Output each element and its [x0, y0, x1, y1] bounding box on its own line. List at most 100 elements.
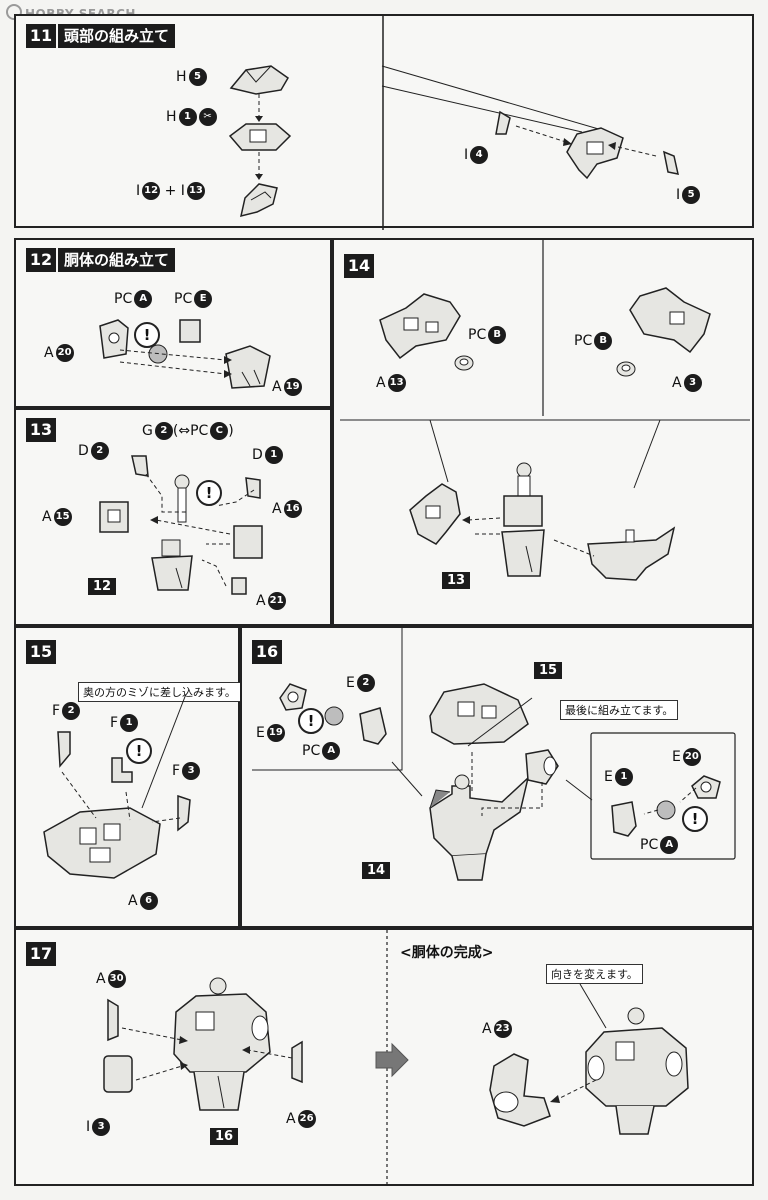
part-i3	[103, 1055, 133, 1093]
divider-line	[542, 240, 544, 416]
chest-right-assembly	[587, 526, 676, 581]
pc-b-left	[454, 355, 474, 371]
pc-e-part	[179, 319, 201, 343]
step-title: 頭部の組み立て	[58, 24, 176, 48]
step-number: 17	[26, 942, 56, 966]
head-left-assembly	[409, 483, 461, 545]
next-arrow-icon	[375, 1042, 409, 1078]
warning-icon: !	[134, 322, 160, 348]
leader-lines	[381, 65, 603, 133]
ref-step-13: 13	[442, 572, 471, 589]
assembly-arrows	[119, 349, 232, 378]
instruction-note: 向きを変えます。	[546, 964, 643, 984]
assembly-arrows	[391, 697, 543, 816]
step15-assembly	[429, 683, 529, 745]
assembly-arrows	[121, 1027, 293, 1081]
part-a23	[489, 1053, 551, 1127]
part-a6-frame	[43, 807, 161, 879]
part-f2	[57, 731, 71, 768]
part-i4	[495, 110, 511, 135]
callout-line	[565, 779, 593, 801]
part-a3-right	[629, 287, 711, 354]
part-a13-left	[379, 293, 461, 360]
step-number: 11	[26, 24, 56, 48]
warning-icon: !	[682, 806, 708, 832]
warning-icon: !	[126, 738, 152, 764]
ref-step-14: 14	[362, 862, 391, 879]
divider-line	[382, 16, 384, 230]
ref-step-16: 16	[210, 1128, 239, 1145]
part-i5	[662, 150, 679, 175]
shoulder-part	[525, 749, 559, 785]
part-f1	[111, 757, 133, 783]
warning-icon: !	[196, 480, 222, 506]
ref-step-12: 12	[88, 578, 117, 595]
g2-pin-part	[174, 474, 190, 523]
head-assembled-part	[566, 127, 624, 180]
pc-a-ball	[324, 706, 344, 726]
part-a30	[107, 998, 119, 1042]
head-face-part	[240, 183, 278, 218]
warning-icon: !	[298, 708, 324, 734]
instruction-note: 奥の方のミゾに差し込みます。	[78, 682, 241, 702]
step-number: 16	[252, 640, 282, 664]
part-a19	[225, 345, 271, 389]
part-a26	[291, 1040, 303, 1084]
assembly-arrows	[515, 125, 657, 157]
step-number: 15	[26, 640, 56, 664]
ref-step-15: 15	[534, 662, 563, 679]
join-icon: ⇔	[178, 423, 191, 439]
callout-line	[579, 983, 607, 1029]
subassembly-box	[590, 732, 736, 860]
step-number: 12	[26, 248, 56, 272]
assembly-arrows	[61, 693, 187, 823]
assembly-arrows	[255, 94, 263, 180]
step-number: 13	[26, 418, 56, 442]
part-d1	[245, 477, 261, 499]
torso-base-part	[151, 539, 193, 591]
cut-icon: ✂	[198, 108, 217, 126]
part-e1	[611, 801, 637, 837]
completion-heading: <胴体の完成>	[400, 945, 494, 961]
torso-main-assembly	[429, 774, 530, 881]
assembly-arrows	[550, 1079, 597, 1103]
torso-step16-assembly	[173, 977, 271, 1111]
step-number: 14	[344, 254, 374, 278]
step-title: 胴体の組み立て	[58, 248, 176, 272]
assembly-arrows	[643, 787, 697, 815]
head-top-part	[229, 65, 289, 95]
